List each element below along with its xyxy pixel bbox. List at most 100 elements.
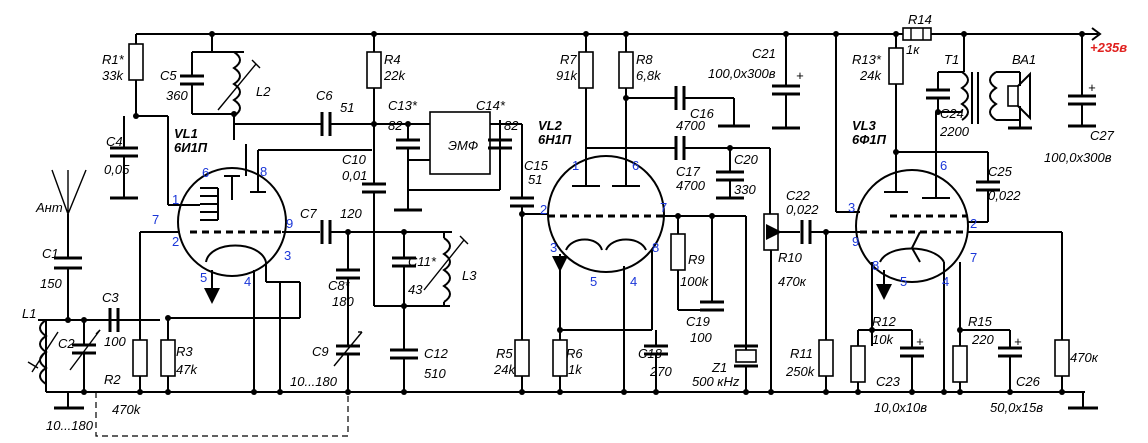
c3-value: 100 <box>104 334 126 349</box>
c6-name: C6 <box>316 88 333 103</box>
c25-name: C25 <box>988 164 1013 179</box>
c5-l2-tank <box>180 34 261 140</box>
c19-value: 100 <box>690 330 712 345</box>
c3-name: C3 <box>102 290 119 305</box>
vl3-type: 6Ф1П <box>852 132 887 147</box>
c14-value: 82 <box>504 118 519 133</box>
c24-value: 2200 <box>939 124 970 139</box>
vl2-type: 6Н1П <box>538 132 572 147</box>
c6-value: 51 <box>340 100 354 115</box>
antenna <box>51 169 87 320</box>
c27 <box>1068 34 1096 128</box>
vl1-pin-1: 1 <box>172 192 179 207</box>
c26-value: 50,0х15в <box>990 400 1043 415</box>
c11-name: C11* <box>408 254 437 269</box>
vl3-wiring <box>835 34 1070 392</box>
r6-value: 1k <box>568 362 583 377</box>
vl2-pin-4: 4 <box>630 274 637 289</box>
c13-value: 82 <box>388 118 403 133</box>
r14-name: R14 <box>908 12 932 27</box>
vl2-pin-5: 5 <box>590 274 597 289</box>
r3-name: R3 <box>176 344 193 359</box>
c21-name: C21 <box>752 46 776 61</box>
r7-value: 91k <box>556 68 578 83</box>
c8-c9 <box>333 232 363 392</box>
r9-value: 100k <box>680 274 710 289</box>
vl1-pin-6: 6 <box>202 165 209 180</box>
c9-value: 10...180 <box>290 374 338 389</box>
c10-value: 0,01 <box>342 168 367 183</box>
vl3-pin-8: 8 <box>872 258 879 273</box>
r11-name: R11 <box>790 346 813 361</box>
antenna-label: Ант <box>35 200 63 215</box>
vl1-type: 6И1П <box>174 140 208 155</box>
r13-value: 24k <box>859 68 882 83</box>
l1-name: L1 <box>22 306 36 321</box>
r3-value: 47k <box>176 362 198 377</box>
r4-value: 22k <box>383 68 406 83</box>
c7-value: 120 <box>340 206 362 221</box>
r15-value: 220 <box>971 332 994 347</box>
vl2-name: VL2 <box>538 118 563 133</box>
c4 <box>110 116 138 200</box>
input-circuit-l1-c2 <box>27 319 160 410</box>
c22-value: 0,022 <box>786 202 819 217</box>
r1 <box>128 34 169 205</box>
r7-name: R7 <box>560 52 577 67</box>
vl3-name: VL3 <box>852 118 877 133</box>
supply-rail <box>136 27 1102 41</box>
c7-name: C7 <box>300 206 317 221</box>
c9-name: C9 <box>312 344 329 359</box>
ba1-name: ВА1 <box>1012 52 1036 67</box>
vl3-tube <box>855 169 969 300</box>
c20-value: 330 <box>734 182 756 197</box>
t1-name: T1 <box>944 52 959 67</box>
r4-name: R4 <box>384 52 401 67</box>
vl1-pin-3: 3 <box>284 248 291 263</box>
c24-name: C24 <box>940 106 964 121</box>
r15-name: R15 <box>968 314 993 329</box>
l2-name: L2 <box>256 84 271 99</box>
junction-dots <box>65 31 1085 395</box>
r5-name: R5 <box>496 346 513 361</box>
c10-name: C10 <box>342 152 367 167</box>
vl3-pin-4: 4 <box>942 274 949 289</box>
c20-name: C20 <box>734 152 759 167</box>
c21 <box>772 34 800 130</box>
l3-name: L3 <box>462 268 477 283</box>
r11-value: 250k <box>785 364 816 379</box>
r14-value: 1к <box>906 42 920 57</box>
c4-name: C4 <box>106 134 123 149</box>
c27-name: C27 <box>1090 128 1115 143</box>
vl3-pin-9: 9 <box>852 234 859 249</box>
vl2-pin-6: 6 <box>632 158 639 173</box>
c26-name: C26 <box>1016 374 1041 389</box>
vl2-wiring <box>522 34 771 392</box>
vl1-name: VL1 <box>174 126 198 141</box>
c4-value: 0,05 <box>104 162 130 177</box>
c5-value: 360 <box>166 88 188 103</box>
c13-emf-c14 <box>394 111 534 340</box>
r8-name: R8 <box>636 52 653 67</box>
c2-value: 10...180 <box>46 418 94 433</box>
c23-plus: + <box>916 334 924 349</box>
vl1-pin-4: 4 <box>244 274 251 289</box>
supply-voltage-label: +235в <box>1090 40 1127 55</box>
c11-value: 43 <box>408 282 423 297</box>
vl2-tube <box>547 150 665 273</box>
r2-value: 470k <box>112 402 142 417</box>
vl1-pin-7: 7 <box>152 212 159 227</box>
gang-link <box>95 366 349 437</box>
r6-name: R6 <box>566 346 583 361</box>
vl1-pin-5: 5 <box>200 270 207 285</box>
vl2-pin-2: 2 <box>540 202 547 217</box>
c15-name: C15 <box>524 158 549 173</box>
c18-value: 270 <box>649 364 672 379</box>
c12-name: C12 <box>424 346 449 361</box>
r8-value: 6,8k <box>636 68 662 83</box>
vl3-pin-5: 5 <box>900 274 907 289</box>
c1-name: C1 <box>42 246 59 261</box>
c26-plus: + <box>1014 334 1022 349</box>
r10-name: R10 <box>778 250 803 265</box>
